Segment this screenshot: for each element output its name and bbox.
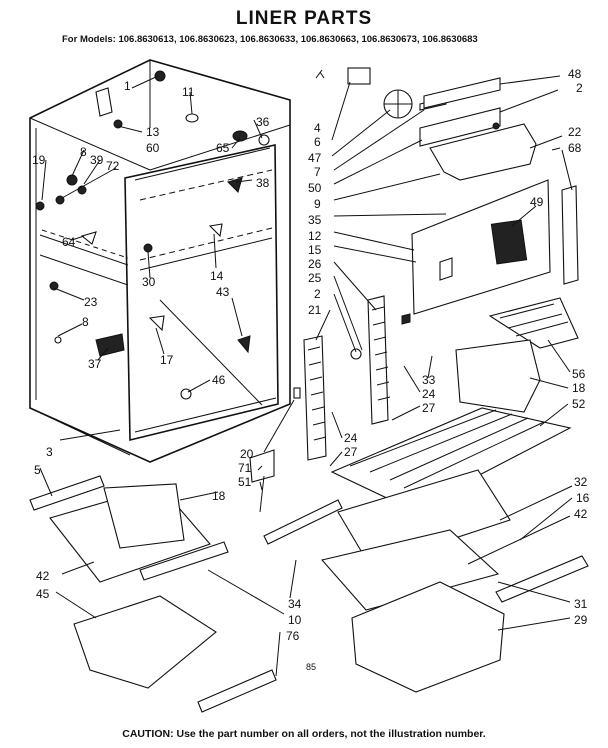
callout-29: 29	[574, 613, 588, 627]
crisper-pan	[351, 555, 589, 693]
callout-38: 38	[256, 176, 270, 190]
callout-68: 68	[568, 141, 582, 155]
callout-13: 13	[146, 125, 160, 139]
callout-76: 76	[286, 629, 300, 643]
callout-65: 65	[216, 141, 230, 155]
callout-30: 30	[142, 275, 156, 289]
callout-9: 9	[314, 197, 321, 211]
callout-11: 11	[182, 85, 195, 99]
callout-42-right: 42	[574, 507, 588, 521]
callout-24-right: 24	[422, 387, 436, 401]
callout-27-right: 27	[422, 401, 436, 415]
callout-19: 19	[32, 153, 46, 167]
callout-1: 1	[124, 79, 131, 93]
page-title: LINER PARTS	[235, 8, 373, 29]
shelf-ladders	[293, 295, 411, 461]
callout-32: 32	[574, 475, 588, 489]
callout-47: 47	[308, 151, 322, 165]
callout-60: 60	[146, 141, 160, 155]
damper-fan-assembly	[315, 67, 561, 181]
callout-23: 23	[84, 295, 98, 309]
callout-27-left: 27	[344, 445, 358, 459]
callout-36: 36	[256, 115, 270, 129]
callout-22: 22	[568, 125, 582, 139]
callout-18-right: 18	[572, 381, 586, 395]
callout-20: 20	[240, 447, 254, 461]
callout-31: 31	[574, 597, 588, 611]
callout-12: 12	[308, 229, 322, 243]
callout-43: 43	[216, 285, 230, 299]
ice-tray	[455, 297, 579, 413]
callout-6: 6	[314, 135, 321, 149]
callout-5: 5	[34, 463, 41, 477]
callout-15: 15	[308, 243, 322, 257]
callout-56: 56	[572, 367, 586, 381]
callout-49: 49	[530, 195, 544, 209]
callout-42-left: 42	[36, 569, 50, 583]
callout-39: 39	[90, 153, 104, 167]
callout-71: 71	[238, 461, 252, 475]
callout-34: 34	[288, 597, 302, 611]
callout-64: 64	[62, 235, 76, 249]
callout-10: 10	[288, 613, 302, 627]
callout-35: 35	[308, 213, 322, 227]
bottom-left-parts	[29, 449, 343, 713]
liner-cabinet	[29, 59, 291, 463]
model-list: For Models: 106.8630613, 106.8630623, 10…	[62, 34, 478, 45]
leader-lines	[39, 71, 573, 677]
callout-72: 72	[106, 159, 120, 173]
callout-18-left: 18	[212, 489, 226, 503]
callout-7: 7	[314, 165, 321, 179]
callout-26: 26	[308, 257, 322, 271]
callout-46: 46	[212, 373, 226, 387]
callout-8-lower: 8	[82, 315, 89, 329]
callout-48: 48	[568, 67, 582, 81]
callout-17: 17	[160, 353, 174, 367]
callout-14: 14	[210, 269, 224, 283]
control-panel	[411, 179, 551, 315]
callout-labels: 1 11 13 60 36 65 38 19 8 39 72 64 30 14 …	[32, 67, 590, 672]
callout-3: 3	[46, 445, 53, 459]
callout-24-left: 24	[344, 431, 358, 445]
callout-25: 25	[308, 271, 322, 285]
right-trim	[561, 185, 579, 285]
callout-85: 85	[306, 662, 316, 672]
callout-8-upper: 8	[80, 145, 87, 159]
callout-2-top: 2	[576, 81, 583, 95]
callout-4: 4	[314, 121, 321, 135]
callout-45: 45	[36, 587, 50, 601]
callout-16: 16	[576, 491, 590, 505]
callout-52: 52	[572, 397, 586, 411]
callout-21: 21	[308, 303, 322, 317]
callout-33: 33	[422, 373, 436, 387]
caution-note: CAUTION: Use the part number on all orde…	[122, 728, 486, 740]
wire-shelf	[320, 407, 572, 611]
callout-37: 37	[88, 357, 102, 371]
callout-2-mid: 2	[314, 287, 321, 301]
callout-50: 50	[308, 181, 322, 195]
callout-51: 51	[238, 475, 252, 489]
